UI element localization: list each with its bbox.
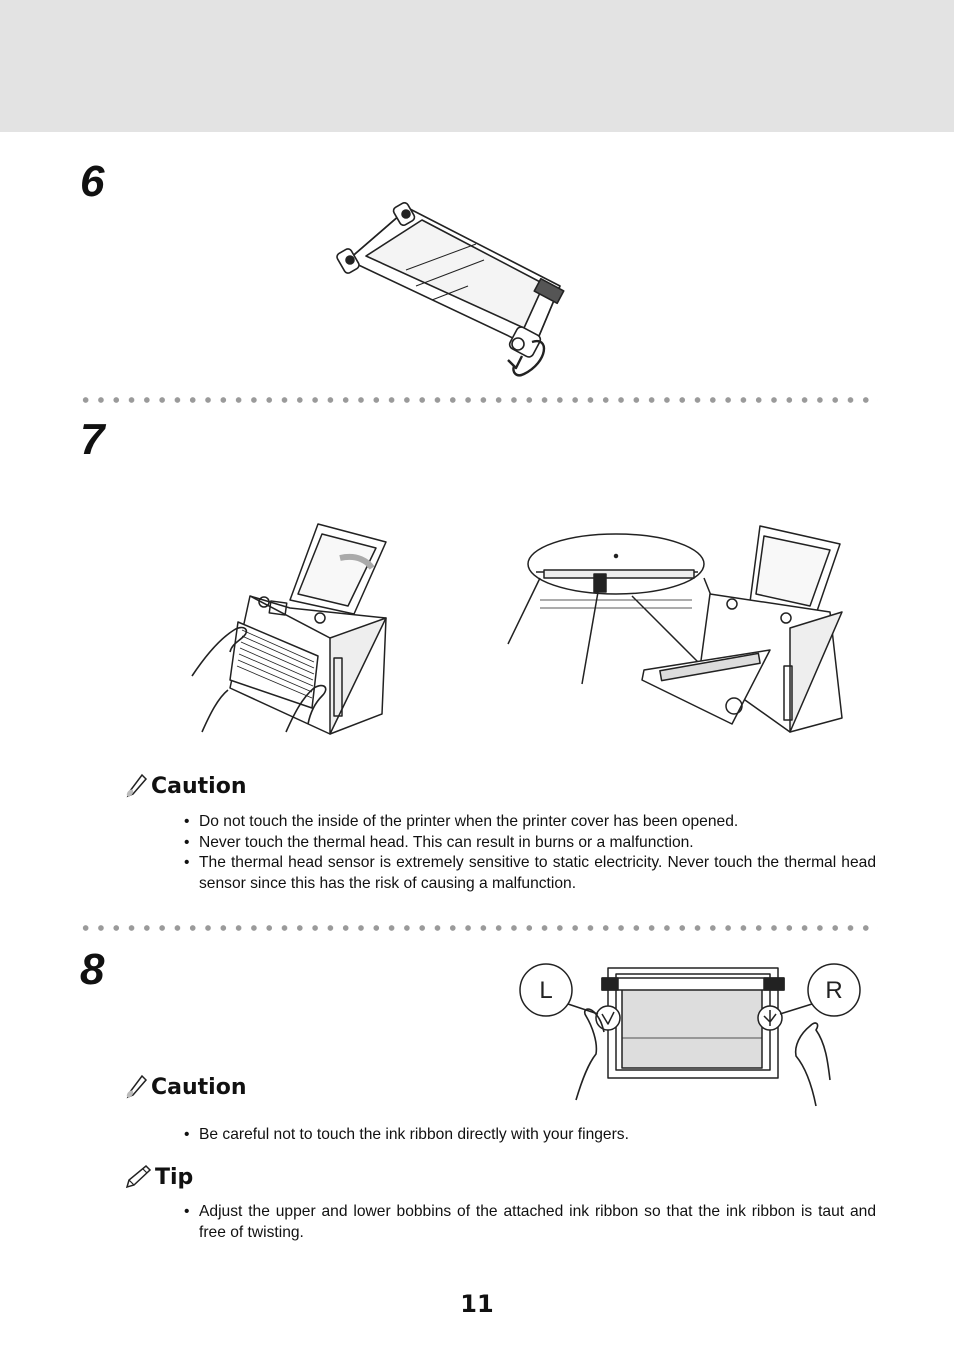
page-number: 11 [460, 1290, 494, 1318]
caution-pen-icon [126, 773, 148, 798]
caution-title: Caution [151, 1074, 247, 1100]
step-7-number: 7 [80, 415, 105, 464]
caution-list-1: Do not touch the inside of the printer w… [184, 812, 876, 894]
caution-list-2: Be careful not to touch the ink ribbon d… [184, 1125, 876, 1146]
caution-heading-1: Caution [124, 772, 247, 800]
caution-pen-icon [126, 1074, 148, 1099]
left-bobbin-label: L [539, 977, 552, 1004]
list-item: Adjust the upper and lower bobbins of th… [184, 1202, 876, 1243]
printer-interior-thermal-head-illustration [507, 525, 843, 733]
ink-ribbon-cassette-illustration [336, 202, 565, 377]
list-item: Do not touch the inside of the printer w… [184, 812, 876, 833]
section-divider [78, 396, 878, 404]
tip-heading: Tip [124, 1163, 193, 1191]
tip-pencil-icon [125, 1164, 152, 1189]
list-item: Never touch the thermal head. This can r… [184, 833, 876, 854]
list-item: The thermal head sensor is extremely sen… [184, 853, 876, 894]
step-8-number: 8 [80, 945, 105, 994]
step-6-number: 6 [80, 157, 105, 206]
ink-ribbon-bobbin-adjust-illustration: L R [519, 963, 861, 1107]
right-bobbin-label: R [825, 977, 842, 1004]
section-divider [78, 924, 878, 932]
caution-heading-2: Caution [124, 1073, 247, 1101]
list-item: Be careful not to touch the ink ribbon d… [184, 1125, 876, 1146]
tip-list: Adjust the upper and lower bobbins of th… [184, 1202, 876, 1243]
caution-title: Caution [151, 773, 247, 799]
open-printer-cover-illustration [191, 523, 387, 735]
tip-title: Tip [155, 1164, 194, 1190]
header-band [0, 0, 954, 132]
